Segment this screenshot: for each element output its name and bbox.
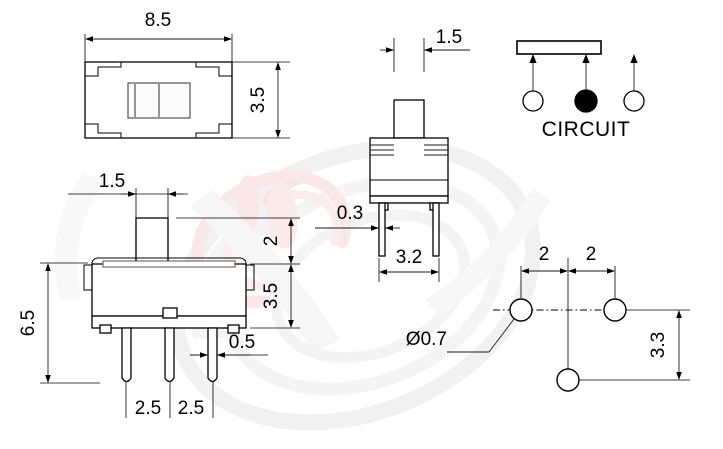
dimension-3-2-side: 3.2 [378, 247, 440, 282]
dimension-1-5-side: 1.5 [380, 27, 470, 72]
front-view-pin-2 [164, 327, 175, 383]
dimension-label-pad-pitch-right: 2 [586, 244, 597, 265]
front-view-ear-right [245, 264, 255, 291]
dimension-label-width-top: 8.5 [145, 10, 171, 31]
dimension-pad-pitch: 2 2 [520, 244, 616, 380]
circuit-diagram: CIRCUIT [516, 40, 645, 141]
front-view-center-boss [162, 307, 178, 319]
front-view-ear-left [83, 264, 93, 291]
dimension-label-actuator-width: 1.5 [99, 171, 125, 192]
dimension-pitch-front: 2.5 2.5 [125, 382, 214, 419]
dimension-2-front: 2 [176, 217, 300, 265]
circuit-arrows [529, 54, 638, 96]
dimension-label-pad-row-spacing: 3.3 [648, 332, 669, 358]
dimension-6-5-front: 6.5 [18, 262, 100, 384]
pcb-pad-top-left [509, 298, 533, 322]
side-view-body [369, 137, 449, 197]
front-view-foot-right [227, 324, 240, 334]
dimension-label-actuator-height: 2 [261, 236, 282, 247]
front-view-foot-left [99, 324, 112, 334]
top-view: 8.5 3.5 [84, 10, 290, 139]
dimension-label-height-top: 3.5 [248, 87, 269, 113]
dimension-label-pitch-left: 2.5 [135, 398, 161, 419]
front-view: 1.5 [18, 171, 300, 419]
front-view-pin-1 [121, 327, 132, 383]
pcb-pad-top-right [603, 298, 627, 322]
front-view-pin-3 [207, 327, 218, 383]
dimension-0-3-side: 0.3 [315, 203, 400, 231]
dimension-label-pin-thickness: 0.3 [337, 203, 363, 224]
dimension-label-pin-span: 3.2 [396, 247, 422, 268]
dimension-label-actuator-depth: 1.5 [436, 27, 462, 48]
dimension-label-pitch-right: 2.5 [178, 398, 204, 419]
dimension-3-5-front: 3.5 [250, 264, 300, 329]
circuit-terminal-2 [574, 89, 598, 113]
dimension-label-body-height: 3.5 [261, 283, 282, 309]
dimension-label-hole-diameter: Ø0.7 [406, 329, 447, 350]
circuit-terminal-3 [623, 90, 645, 112]
dimension-label-pin-width: 0.5 [229, 332, 255, 353]
top-view-corner-notches [85, 62, 232, 138]
circuit-terminal-1 [522, 90, 544, 112]
dimension-8-5: 8.5 [84, 10, 233, 62]
front-view-cap-strip [102, 260, 236, 268]
side-view-ribs [370, 144, 448, 156]
dimension-label-pad-pitch-left: 2 [539, 244, 550, 265]
dimension-3-3-pcb: 3.3 [579, 309, 690, 381]
front-view-top-shoulder [91, 257, 247, 265]
dimension-1-5-front: 1.5 [68, 171, 188, 222]
dimension-label-total-height: 6.5 [18, 310, 39, 336]
pcb-pad-bottom-center [556, 368, 580, 392]
side-view-actuator [393, 99, 425, 139]
dimension-hole-diameter: Ø0.7 [406, 318, 515, 353]
front-view-actuator [135, 217, 169, 265]
side-view: 1.5 [315, 27, 470, 282]
side-view-base-plate [369, 195, 449, 204]
side-view-leg-left [378, 202, 386, 257]
pcb-layout: 2 2 3.3 Ø0.7 [406, 244, 690, 392]
circuit-shorting-bar [516, 40, 602, 55]
dimension-0-5-front: 0.5 [190, 332, 268, 358]
circuit-title: CIRCUIT [542, 118, 631, 141]
side-view-leg-right [432, 202, 440, 257]
dimension-3-5-top: 3.5 [232, 61, 290, 139]
